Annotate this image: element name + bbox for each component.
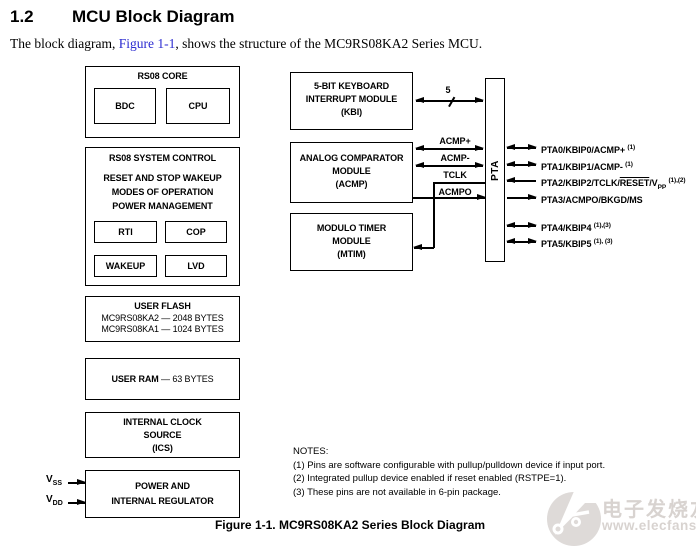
kbi-box: 5-BIT KEYBOARD INTERRUPT MODULE (KBI) (290, 72, 413, 130)
power-line1: POWER AND (135, 481, 190, 491)
wakeup-box: WAKEUP (94, 255, 157, 277)
ics-line3: (ICS) (152, 443, 173, 453)
acmp-line1: ANALOG COMPARATOR (299, 153, 404, 163)
acmpo-arrow (413, 194, 486, 200)
user-ram-label: USER RAM — 63 BYTES (111, 374, 214, 384)
kbi-line3: (KBI) (341, 107, 362, 117)
section-number: 1.2 (10, 7, 34, 26)
user-flash-line2: MC9RS08KA1 — 1024 BYTES (101, 324, 224, 334)
pta2-pin-label: PTA2/KBIP2/TCLK/RESET/VPP (1),(2) (541, 177, 686, 191)
pta0-pin-label: PTA0/KBIP0/ACMP+ (1) (541, 144, 636, 155)
vdd-label: VDD (46, 494, 63, 507)
pta0-arrow (506, 144, 537, 150)
power-box: POWER AND INTERNAL REGULATOR (85, 470, 240, 518)
acmp-minus-label: ACMP- (440, 153, 470, 163)
system-control-box: RS08 SYSTEM CONTROL RESET AND STOP WAKEU… (85, 147, 240, 286)
ics-line1: INTERNAL CLOCK (123, 417, 202, 427)
acmp-line3: (ACMP) (335, 179, 368, 189)
pta-label: PTA (489, 159, 501, 181)
bdc-box: BDC (94, 88, 156, 124)
tclk-line-vertical (433, 182, 435, 248)
mtim-line1: MODULO TIMER (316, 223, 387, 233)
rti-label: RTI (118, 227, 133, 237)
ics-box: INTERNAL CLOCK SOURCE (ICS) (85, 412, 240, 458)
acmp-minus-arrow (415, 162, 484, 168)
system-control-line3: POWER MANAGEMENT (112, 201, 213, 211)
acmp-box: ANALOG COMPARATOR MODULE (ACMP) (290, 142, 413, 203)
tclk-label: TCLK (443, 170, 467, 180)
intro-text-before: The block diagram, (10, 36, 119, 51)
system-control-line1: RESET AND STOP WAKEUP (103, 173, 222, 183)
cop-box: COP (165, 221, 227, 243)
lvd-label: LVD (187, 261, 205, 271)
rti-box: RTI (94, 221, 157, 243)
mtim-box: MODULO TIMER MODULE (MTIM) (290, 213, 413, 271)
pta3-arrow (507, 194, 537, 200)
wakeup-label: WAKEUP (105, 261, 146, 271)
section-title: MCU Block Diagram (72, 7, 235, 26)
note-1: (1) Pins are software configurable with … (293, 459, 606, 471)
cpu-box: CPU (166, 88, 230, 124)
user-ram-box: USER RAM — 63 BYTES (85, 358, 240, 400)
kbi-pta-bus-arrow (415, 97, 484, 103)
vss-label: VSS (46, 474, 63, 487)
acmp-plus-arrow (415, 145, 484, 151)
system-control-line2: MODES OF OPERATION (111, 187, 214, 197)
cop-label: COP (186, 227, 206, 237)
ics-line2: SOURCE (143, 430, 182, 440)
user-flash-line1: MC9RS08KA2 — 2048 BYTES (101, 313, 224, 323)
tclk-mtim-arrow (413, 244, 434, 250)
notes-title: NOTES: (293, 446, 329, 457)
acmp-line2: MODULE (332, 166, 371, 176)
acmpo-label: ACMPO (438, 187, 472, 197)
user-flash-title: USER FLASH (134, 301, 191, 311)
user-flash-box: USER FLASH MC9RS08KA2 — 2048 BYTES MC9RS… (85, 296, 240, 342)
notes-block: NOTES: (1) Pins are software configurabl… (293, 445, 605, 499)
elecfans-logo-icon (545, 489, 603, 547)
rs08-core-title: RS08 CORE (137, 71, 188, 81)
pta1-arrow (506, 161, 537, 167)
kbi-line1: 5-BIT KEYBOARD (313, 81, 390, 91)
bus-width-label: 5 (445, 85, 451, 95)
pta5-pin-label: PTA5/KBIP5 (1), (3) (541, 238, 613, 249)
pta1-pin-label: PTA1/KBIP1/ACMP- (1) (541, 161, 633, 172)
figure-caption: Figure 1-1. MC9RS08KA2 Series Block Diag… (214, 518, 486, 532)
section-heading: 1.2 MCU Block Diagram (10, 7, 234, 27)
power-line2: INTERNAL REGULATOR (111, 496, 214, 506)
note-2: (2) Integrated pullup device enabled if … (293, 473, 567, 484)
vss-arrow (68, 479, 86, 485)
watermark-url-text: www.elecfans.com (602, 518, 696, 533)
pta2-arrow (506, 177, 536, 183)
note-3: (3) These pins are not available in 6-pi… (293, 486, 501, 498)
mtim-line2: MODULE (332, 236, 371, 246)
kbi-line2: INTERRUPT MODULE (305, 94, 398, 104)
pta3-pin-label: PTA3/ACMPO/BKGD/MS (541, 195, 643, 205)
pta-port-bar: PTA (485, 78, 505, 262)
bus-slash-mark (448, 96, 455, 107)
lvd-box: LVD (165, 255, 227, 277)
pta5-arrow (506, 238, 537, 244)
tclk-line-horizontal (433, 182, 485, 184)
intro-text-after: , shows the structure of the MC9RS08KA2 … (175, 36, 483, 51)
vdd-arrow (68, 499, 86, 505)
bdc-label: BDC (115, 101, 135, 111)
pta4-arrow (506, 222, 537, 228)
acmp-plus-label: ACMP+ (439, 136, 471, 146)
watermark-brand-text: 电子发烧友 (602, 499, 696, 521)
cpu-label: CPU (188, 101, 208, 111)
figure-1-1-link[interactable]: Figure 1-1 (118, 36, 176, 51)
pta4-pin-label: PTA4/KBIP4 (1),(3) (541, 222, 611, 233)
intro-paragraph: The block diagram, Figure 1-1, shows the… (10, 36, 482, 52)
mtim-line3: (MTIM) (337, 249, 366, 259)
rs08-core-box: RS08 CORE BDC CPU (85, 66, 240, 138)
system-control-title: RS08 SYSTEM CONTROL (108, 153, 217, 163)
